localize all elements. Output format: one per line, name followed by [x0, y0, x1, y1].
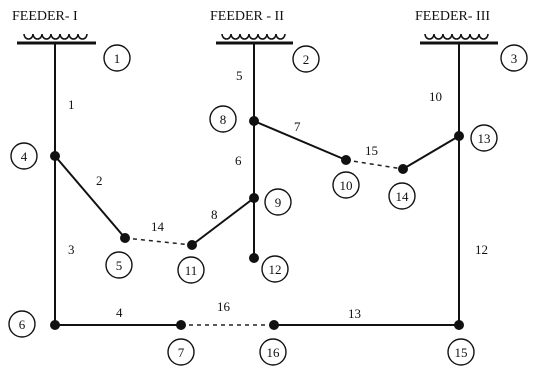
node-9-circle — [264, 188, 292, 216]
branch-6-label: 6 — [235, 153, 242, 168]
branch-13-label: 13 — [348, 306, 361, 321]
node-5-circle — [105, 251, 133, 279]
node-13-circle — [470, 124, 498, 152]
node-12-number: 12 — [269, 262, 282, 277]
node-12: 12 — [261, 255, 289, 283]
feeder-3: FEEDER- III 3 — [415, 9, 528, 72]
node-13: 13 — [470, 124, 498, 152]
feeder-2-coil-icon — [221, 33, 286, 40]
branch-7-line — [253, 120, 347, 161]
node-14-circle — [388, 182, 416, 210]
node-11-circle — [177, 256, 205, 284]
node-13-number: 13 — [478, 131, 491, 146]
node-7-number: 7 — [178, 345, 185, 360]
junction-dot-12 — [249, 253, 259, 263]
feeder-1-coil-icon — [23, 33, 88, 40]
node-16-number: 16 — [267, 345, 281, 360]
node-6-circle — [8, 310, 36, 338]
junction-dot-15 — [454, 320, 464, 330]
node-11-number: 11 — [185, 263, 198, 278]
junction-dot-4 — [50, 151, 60, 161]
junction-dot-7 — [176, 320, 186, 330]
node-16: 16 — [259, 338, 287, 366]
branch-10-label: 10 — [429, 89, 442, 104]
node-8: 8 — [209, 105, 237, 133]
node-15: 15 — [447, 338, 475, 366]
branch-11-line — [402, 135, 460, 170]
branch-2-label: 2 — [96, 173, 103, 188]
node-7: 7 — [167, 338, 195, 366]
tie-switch-15-line — [345, 159, 404, 170]
node-9-number: 9 — [275, 195, 282, 210]
branch-8-label: 8 — [211, 207, 218, 222]
branch-5-label: 5 — [236, 68, 243, 83]
node-6-number: 6 — [19, 317, 26, 332]
node-4: 4 — [10, 142, 38, 170]
feeder-2-node-number: 2 — [303, 52, 310, 67]
junction-dot-8 — [249, 116, 259, 126]
node-9: 9 — [264, 188, 292, 216]
node-5: 5 — [105, 251, 133, 279]
feeder-3-node-number: 3 — [511, 51, 518, 66]
node-16-circle — [259, 338, 287, 366]
junction-dot-5 — [120, 233, 130, 243]
feeder-2-node-circle — [292, 45, 320, 73]
branch-1-label: 1 — [68, 97, 75, 112]
tie-switch-15-label: 15 — [365, 143, 378, 158]
node-8-number: 8 — [220, 112, 227, 127]
node-12-circle — [261, 255, 289, 283]
feeder-2-title: FEEDER - II — [210, 9, 284, 24]
node-15-number: 15 — [455, 345, 468, 360]
node-14: 14 — [388, 182, 416, 210]
node-10: 10 — [332, 171, 360, 199]
tie-switch-16-label: 16 — [217, 299, 231, 314]
node-4-number: 4 — [21, 149, 28, 164]
node-6: 6 — [8, 310, 36, 338]
node-14-number: 14 — [396, 189, 410, 204]
junction-dot-13 — [454, 131, 464, 141]
junction-dot-14 — [398, 164, 408, 174]
feeder-1-node-circle — [103, 44, 131, 72]
junction-dot-10 — [341, 155, 351, 165]
node-5-number: 5 — [116, 258, 123, 273]
node-10-circle — [332, 171, 360, 199]
node-8-circle — [209, 105, 237, 133]
feeder-1-node-number: 1 — [114, 51, 121, 66]
junction-dot-6 — [50, 320, 60, 330]
feeder-3-coil-icon — [424, 33, 489, 40]
node-7-circle — [167, 338, 195, 366]
junction-dot-11 — [187, 240, 197, 250]
node-15-circle — [447, 338, 475, 366]
branch-3-label: 3 — [68, 242, 75, 257]
tie-switch-14-label: 14 — [151, 219, 165, 234]
branch-8-line — [191, 197, 255, 246]
feeder-1-title: FEEDER- I — [12, 9, 78, 24]
branch-4-label: 4 — [116, 305, 123, 320]
feeder-3-title: FEEDER- III — [415, 9, 490, 24]
branch-12-label: 12 — [475, 242, 488, 257]
node-10-number: 10 — [340, 178, 353, 193]
feeder-2: FEEDER - II 2 — [210, 9, 320, 73]
tie-switch-14-line — [124, 237, 193, 246]
node-4-circle — [10, 142, 38, 170]
junction-dot-9 — [249, 193, 259, 203]
feeder-1: FEEDER- I 1 — [12, 9, 131, 72]
branch-7-label: 7 — [294, 119, 301, 134]
node-11: 11 — [177, 256, 205, 284]
feeder-3-node-circle — [500, 44, 528, 72]
branch-2-line — [54, 155, 126, 239]
junction-dot-16 — [269, 320, 279, 330]
